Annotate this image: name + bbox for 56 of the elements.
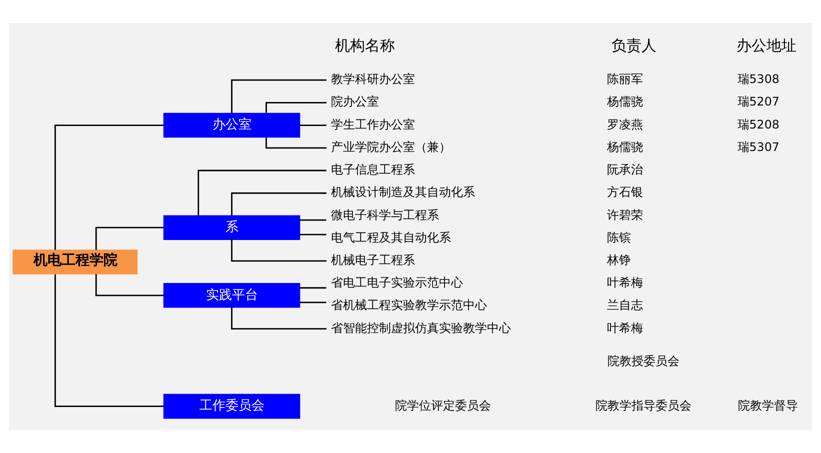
node-box: 工作委员会 [163,394,300,419]
connector [300,287,326,289]
connector [54,274,164,407]
connector [300,234,326,236]
connector [231,240,326,262]
node-box: 办公室 [163,112,300,138]
connector [95,226,164,250]
label: 负责人 [611,36,656,55]
connector [266,138,326,149]
connector [300,302,326,304]
label: 林铮 [607,252,631,267]
label: 杨儒骁 [607,140,643,154]
connector [54,124,164,250]
label: 机构名称 [335,36,396,55]
label: 许碧荣 [607,208,643,222]
label: 瑞5207 [737,94,780,109]
node-text: 微电子科学与工程系 [330,208,439,222]
node-text: 省电工电子实验示范中心 [330,276,463,290]
node-text: 电子信息工程系 [330,162,415,177]
label: 方石银 [607,185,643,200]
node-box: 机电工程学院 [12,250,138,274]
label: 瑞5307 [737,140,780,154]
connector [198,170,326,216]
node-text: 省机械工程实验教学示范中心 [330,298,487,312]
node-text: 院办公室 [330,94,379,109]
node-text: 电气工程及其自动化系 [330,230,451,244]
connector [266,102,326,113]
label: 瑞5308 [737,72,780,86]
label: 阮承治 [607,162,643,177]
connector [231,307,326,330]
label: 杨儒骁 [607,94,643,109]
node-text: 学生工作办公室 [330,117,415,132]
node-text: 机械设计制造及其自动化系 [330,185,475,200]
label: 陈丽军 [607,72,643,86]
label: 兰自志 [607,298,643,312]
connector [231,192,326,216]
label: 罗凌燕 [607,117,643,132]
label: 院学位评定委员会 [394,398,491,412]
node-text: 产业学院办公室（兼） [330,140,451,154]
node-text: 教学科研办公室 [330,72,415,86]
connector [95,274,164,296]
node-box: 系 [163,215,300,240]
connector [300,124,326,126]
label: 叶希梅 [607,320,643,335]
label: 院教学督导 [738,398,798,412]
label: 院教授委员会 [608,354,680,368]
connector [300,219,326,221]
node-box: 实践平台 [163,283,300,308]
node-text: 省智能控制虚拟仿真实验教学中心 [330,320,511,335]
node-text: 机械电子工程系 [330,252,415,267]
label: 瑞5208 [737,117,780,132]
label: 办公地址 [736,36,797,55]
label: 陈镔 [607,230,631,244]
label: 叶希梅 [607,276,643,290]
label: 院教学指导委员会 [596,398,692,412]
connector [231,79,326,114]
